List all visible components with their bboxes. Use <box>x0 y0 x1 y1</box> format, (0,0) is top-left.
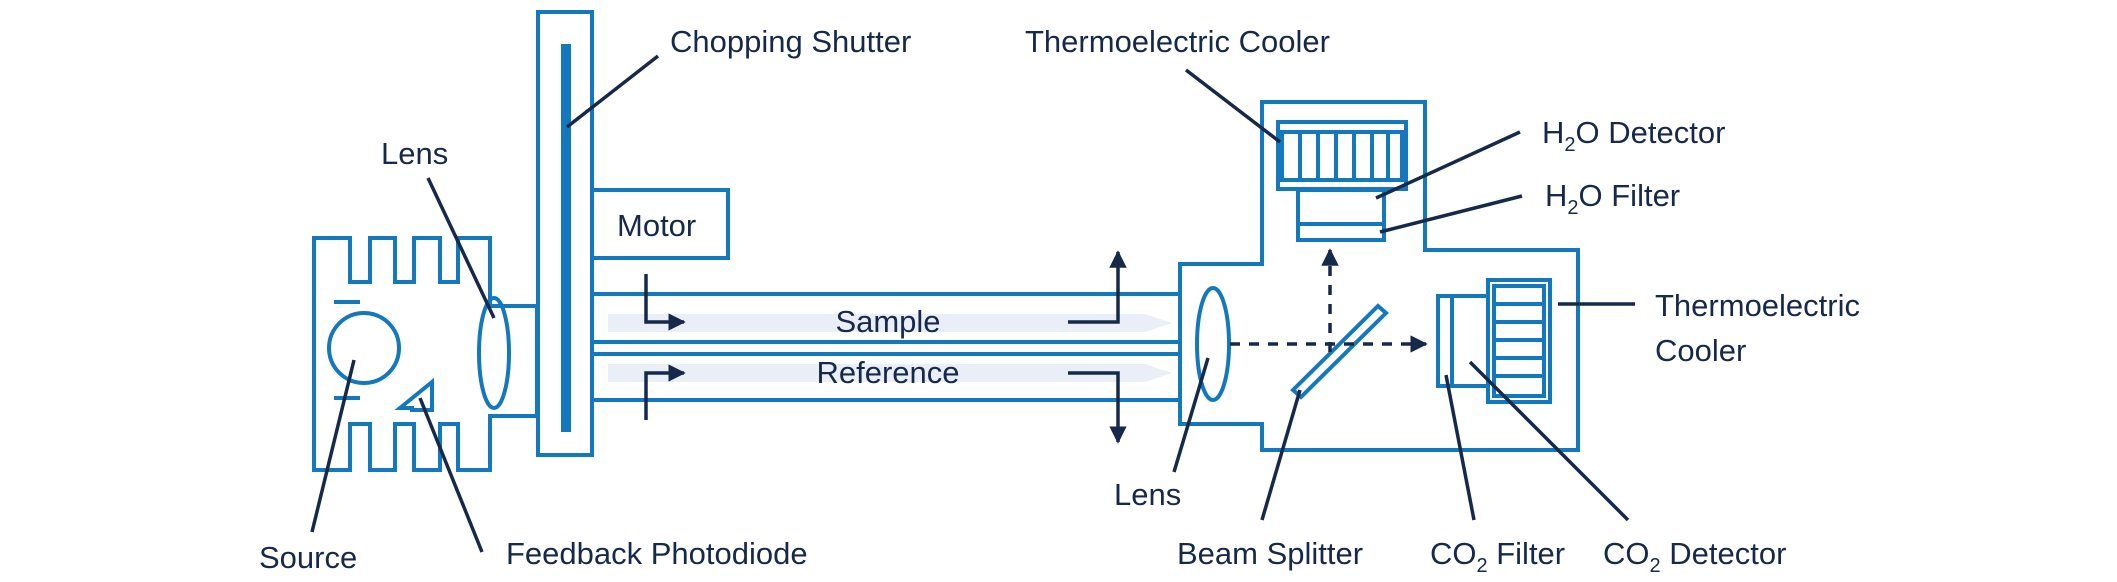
sample-cell <box>592 292 1180 402</box>
h2o-detector <box>1296 188 1386 226</box>
label-lens-left: Lens <box>381 136 448 171</box>
leader-lens-right <box>1172 357 1210 473</box>
label-thermoelectric-cooler-right-2: Cooler <box>1655 333 1746 368</box>
leader-feedback-photodiode <box>418 397 484 553</box>
reference-inlet-arrow <box>644 364 686 420</box>
h2o-filter <box>1296 222 1386 242</box>
label-thermoelectric-cooler-right-1: Thermoelectric <box>1655 288 1860 323</box>
leader-beam-splitter <box>1260 389 1302 521</box>
co2-filter <box>1436 294 1454 388</box>
label-reference: Reference <box>816 355 959 390</box>
label-co2-detector: CO2 Detector <box>1603 536 1786 577</box>
label-sample: Sample <box>835 304 940 339</box>
leader-h2o-detector <box>1375 130 1521 200</box>
leader-lens-left <box>426 177 496 319</box>
light-beams <box>608 314 1172 382</box>
label-lens-right: Lens <box>1114 477 1181 512</box>
source-housing <box>312 236 539 472</box>
co2-thermoelectric-cooler <box>1486 278 1552 404</box>
lens-left <box>477 296 511 410</box>
leader-lines <box>310 54 1635 553</box>
label-h2o-detector: H2O Detector <box>1542 115 1725 156</box>
feedback-photodiode <box>394 377 434 412</box>
leader-chopping-shutter <box>565 54 660 129</box>
lens-right <box>1195 286 1231 402</box>
leader-cooler-top <box>1184 68 1282 144</box>
label-chopping-shutter: Chopping Shutter <box>670 24 911 59</box>
reference-outlet-arrow <box>1068 371 1127 444</box>
motor-box <box>590 188 730 260</box>
source-lamp <box>327 311 401 385</box>
leader-co2-detector <box>1468 360 1630 522</box>
sample-inlet-arrow <box>644 274 686 331</box>
leader-h2o-filter <box>1379 194 1523 234</box>
leader-source <box>310 359 356 533</box>
reference-beam <box>608 364 1172 382</box>
source-bracket <box>334 300 360 400</box>
chopping-shutter-blade <box>561 44 571 432</box>
label-thermoelectric-cooler-top: Thermoelectric Cooler <box>1025 24 1330 59</box>
label-beam-splitter: Beam Splitter <box>1177 536 1363 571</box>
h2o-cooler-inner <box>1280 130 1404 182</box>
h2o-cooler-fins <box>1298 132 1390 180</box>
label-h2o-filter: H2O Filter <box>1545 178 1680 219</box>
label-co2-filter: CO2 Filter <box>1430 536 1565 577</box>
label-feedback-photodiode: Feedback Photodiode <box>506 536 808 571</box>
co2-cooler-fins <box>1494 302 1544 378</box>
detector-housing <box>1178 100 1580 452</box>
label-source: Source <box>259 540 357 575</box>
leader-co2-filter <box>1444 374 1476 521</box>
beam-splitter <box>1290 303 1389 400</box>
label-motor: Motor <box>617 208 696 243</box>
sample-outlet-arrow <box>1068 250 1127 324</box>
flow-arrows <box>644 248 1428 444</box>
sample-beam <box>608 314 1172 332</box>
